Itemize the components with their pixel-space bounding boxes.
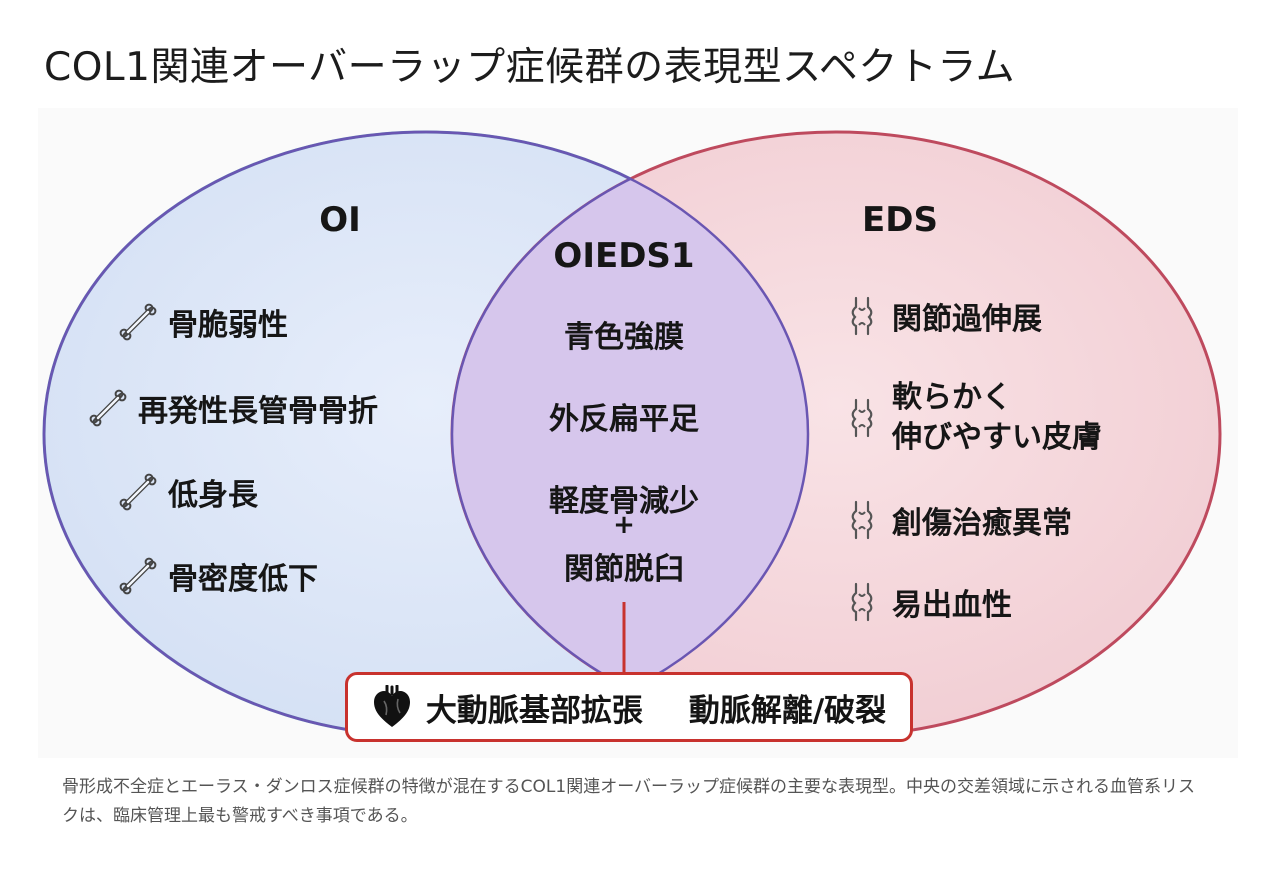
oi-title: OI	[319, 200, 361, 240]
bone-icon	[119, 303, 157, 341]
eds-item: 関節過伸展	[842, 294, 1042, 338]
eds-title: EDS	[862, 200, 938, 240]
oi-item: 骨脆弱性	[118, 300, 288, 344]
oieds1-title: OIEDS1	[553, 236, 695, 276]
bone-icon	[89, 389, 127, 427]
page-title: COL1関連オーバーラップ症候群の表現型スペクトラム	[44, 45, 1016, 90]
joint-icon	[851, 296, 873, 336]
joint-icon	[851, 582, 873, 622]
eds-item: 軟らかく 伸びやすい皮膚	[842, 378, 1102, 458]
eds-item-label: 易出血性	[892, 588, 1012, 623]
eds-item-multiline: 軟らかく 伸びやすい皮膚	[892, 378, 1102, 458]
oi-item-label: 低身長	[168, 478, 258, 513]
oi-item-label: 再発性長管骨骨折	[138, 394, 378, 429]
oieds1-item: 関節脱臼	[564, 552, 684, 587]
eds-item-label: 創傷治癒異常	[892, 506, 1072, 541]
eds-item: 易出血性	[842, 580, 1012, 624]
figure-caption: 骨形成不全症とエーラス・ダンロス症候群の特徴が混在するCOL1関連オーバーラップ…	[62, 777, 1196, 826]
heart-icon	[373, 685, 410, 727]
oieds1-right-edge	[450, 132, 808, 736]
venn-circles	[42, 130, 1222, 738]
oi-item-label: 骨脆弱性	[168, 308, 288, 343]
venn-diagram: OI EDS OIEDS1 骨脆弱性 再発性長管骨骨折	[38, 108, 1238, 758]
eds-item-label: 軟らかく	[892, 380, 1012, 415]
joint-icon	[851, 500, 873, 540]
eds-item: 創傷治癒異常	[842, 498, 1072, 542]
oieds1-plus: +	[613, 510, 635, 540]
eds-item-label: 関節過伸展	[892, 302, 1042, 337]
oi-item: 再発性長管骨骨折	[88, 386, 378, 430]
oieds1-intersection	[452, 132, 808, 736]
vascular-risk-box: 大動脈基部拡張 動脈解離/破裂	[345, 672, 913, 742]
risk-text-aortic-root: 大動脈基部拡張	[425, 692, 643, 729]
oieds1-item: 青色強膜	[564, 320, 684, 355]
oi-item-label: 骨密度低下	[168, 562, 318, 597]
eds-item-label: 伸びやすい皮膚	[892, 420, 1102, 455]
oieds1-item: 軽度骨減少	[549, 484, 699, 519]
oieds1-item: 外反扁平足	[549, 402, 699, 437]
oi-item: 骨密度低下	[118, 554, 318, 598]
bone-icon	[119, 473, 157, 511]
risk-text-dissection: 動脈解離/破裂	[688, 692, 887, 729]
joint-icon	[851, 398, 873, 438]
oi-item: 低身長	[118, 470, 258, 514]
bone-icon	[119, 557, 157, 595]
